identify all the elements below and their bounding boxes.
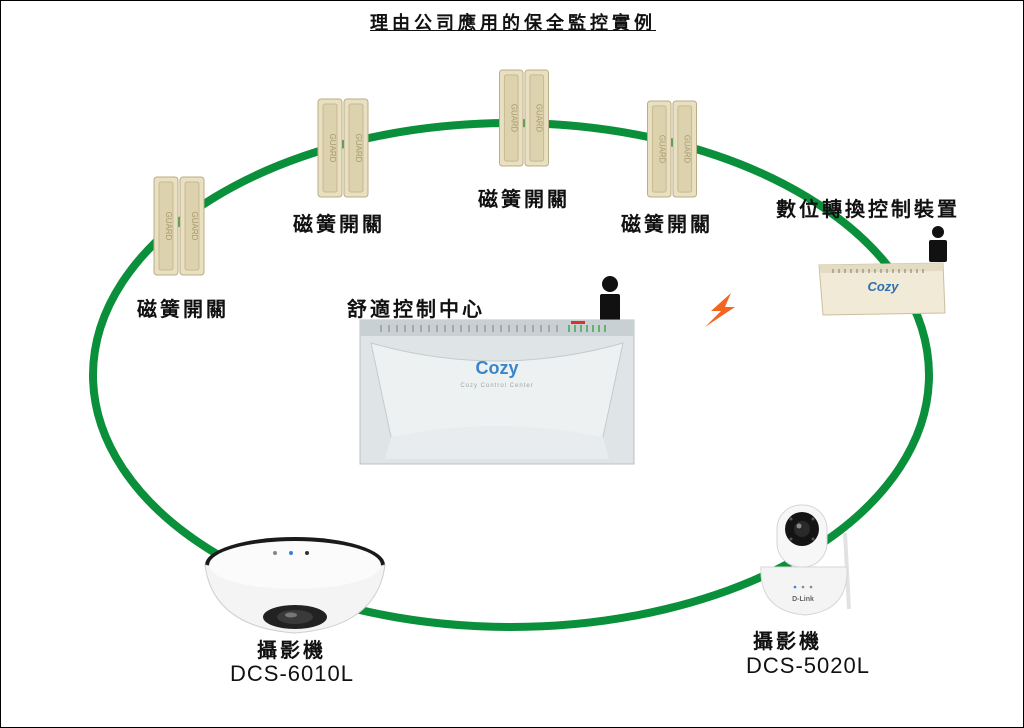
reed-switch-1: GUARD GUARD xyxy=(153,176,205,276)
reed-switch-4-label: 磁簧開關 xyxy=(621,212,713,236)
person-icon xyxy=(929,226,947,262)
reed-switch-marking: GUARD xyxy=(657,135,666,164)
converter-logo: Cozy xyxy=(867,279,899,294)
reed-switch-3-label: 磁簧開關 xyxy=(478,187,570,211)
camera-dcs-5020l: D-Link xyxy=(760,504,851,616)
hub-device: Cozy Cozy Control Center xyxy=(359,319,635,465)
reed-switch-marking: GUARD xyxy=(535,104,544,133)
reed-switch-marking: GUARD xyxy=(328,134,337,163)
camera-dcs-6010l xyxy=(204,537,386,634)
reed-switch-1-label: 磁簧開關 xyxy=(137,297,229,321)
reed-switch-2-label: 磁簧開關 xyxy=(293,212,385,236)
reed-switch-marking: GUARD xyxy=(354,134,363,163)
camera2-brand: D-Link xyxy=(792,596,814,603)
reed-switch-2: GUARD GUARD xyxy=(317,98,369,198)
converter-label: 數位轉換控制裝置 xyxy=(776,197,960,221)
camera1-label: 攝影機 xyxy=(257,638,326,662)
title-text: 理由公司應用的保全監控實例 xyxy=(370,13,656,34)
hub-label: 舒適控制中心 xyxy=(347,297,485,321)
lightning-icon xyxy=(705,293,735,327)
camera2-label: 攝影機 xyxy=(753,629,822,653)
reed-switch-marking: GUARD xyxy=(509,104,518,133)
hub-subtitle: Cozy Control Center xyxy=(460,383,533,389)
diagram-title: 理由公司應用的保全監控實例 xyxy=(1,9,1023,35)
camera2-model: DCS-5020L xyxy=(746,653,870,678)
converter-device: Cozy xyxy=(818,262,946,316)
reed-switch-marking: GUARD xyxy=(190,212,199,241)
reed-switch-marking: GUARD xyxy=(164,212,173,241)
person-icon xyxy=(600,276,620,322)
reed-switch-marking: GUARD xyxy=(683,135,692,164)
camera1-model: DCS-6010L xyxy=(230,661,354,686)
hub-logo: Cozy xyxy=(475,358,518,378)
reed-switch-3: GUARD GUARD xyxy=(499,69,549,167)
reed-switch-4: GUARD GUARD xyxy=(647,100,697,198)
